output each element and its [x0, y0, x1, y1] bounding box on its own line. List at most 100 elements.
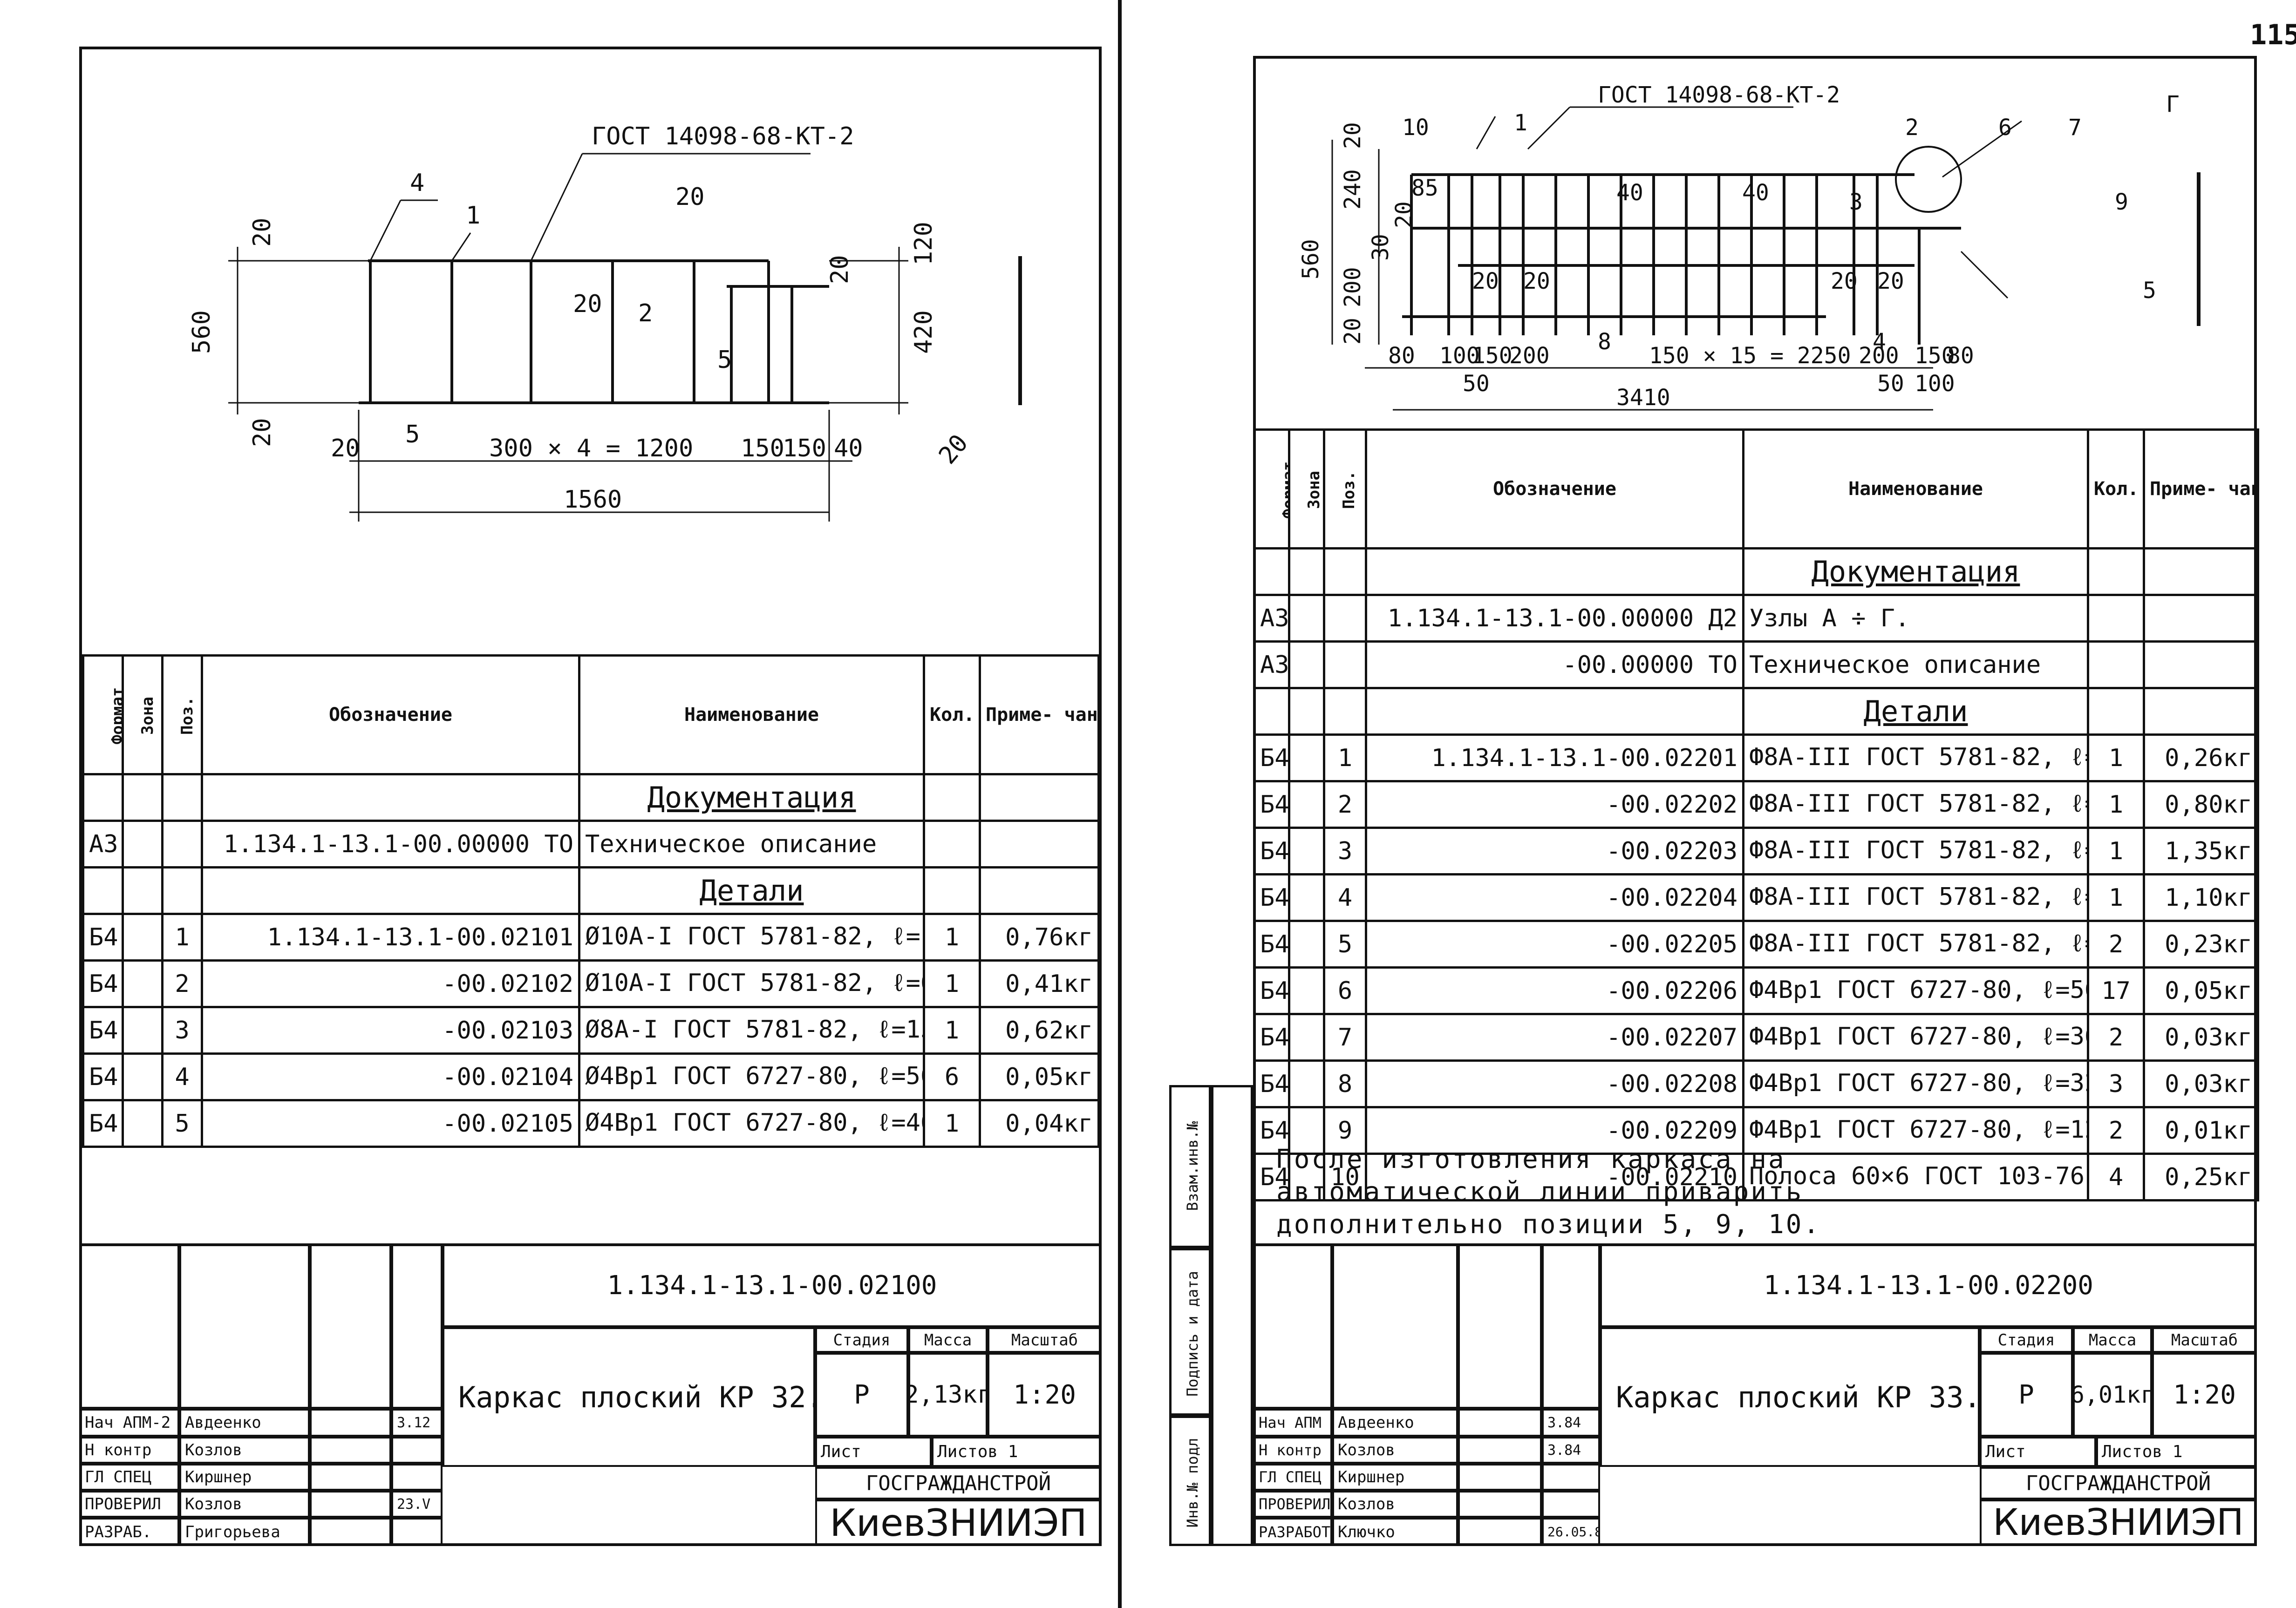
- signature: [1458, 1409, 1542, 1437]
- svg-text:10: 10: [1402, 115, 1429, 141]
- svg-text:150: 150: [1914, 343, 1955, 369]
- svg-text:300 × 4 = 1200: 300 × 4 = 1200: [489, 434, 693, 462]
- org-logo-text: КиевЗНИИЭП: [1980, 1499, 2257, 1546]
- signature: [310, 1409, 391, 1437]
- svg-text:20: 20: [826, 255, 854, 284]
- org-name: ГОСГРАЖДАНСТРОЙ: [815, 1467, 1102, 1499]
- right-spec-table: Формат Зона Поз. Обозначение Наименовани…: [1253, 428, 2259, 1201]
- svg-text:20: 20: [248, 217, 276, 247]
- table-row: Б4 5 -00.02105 Ø4Вр1 ГОСТ 6727-80, ℓ=460…: [82, 1099, 1100, 1148]
- fold-line: [1118, 0, 1122, 1608]
- col-designation: Обозначение: [1365, 428, 1744, 550]
- svg-text:Г: Г: [2166, 91, 2180, 117]
- svg-text:100: 100: [1914, 371, 1955, 397]
- svg-text:2: 2: [638, 299, 653, 327]
- side-label-signature-date: Подпись и дата: [1184, 1271, 1201, 1397]
- left-spec-table: Формат Зона Поз. Обозначение Наименовани…: [82, 654, 1100, 1148]
- doc-code: 1.134.1-13.1-00.02200: [1600, 1243, 2257, 1327]
- svg-text:20: 20: [1472, 268, 1499, 294]
- right-frame-drawing: ГОСТ 14098-68-КТ-2 10 1 2 6 7 Г 3 9 5 4 …: [1298, 82, 2201, 411]
- svg-text:200: 200: [1859, 343, 1899, 369]
- stamp-name: Авдеенко: [179, 1409, 310, 1437]
- signature: [310, 1518, 391, 1546]
- svg-text:1: 1: [466, 202, 480, 230]
- col-format: Формат: [82, 654, 124, 775]
- svg-text:5: 5: [2143, 278, 2156, 304]
- svg-text:30: 30: [1368, 234, 1394, 261]
- svg-text:20: 20: [675, 183, 705, 211]
- col-note: Приме- чание: [979, 654, 1100, 775]
- table-row: А3 1.134.1-13.1-00.00000 Д2 Узлы А ÷ Г.: [1253, 594, 2259, 643]
- org-logo-text: КиевЗНИИЭП: [815, 1499, 1102, 1546]
- svg-text:3: 3: [1849, 189, 1863, 215]
- svg-text:80: 80: [1947, 343, 1974, 369]
- signature: [1458, 1437, 1542, 1464]
- svg-text:5: 5: [405, 421, 420, 448]
- col-designation: Обозначение: [201, 654, 580, 775]
- col-pos: Поз.: [1323, 428, 1367, 550]
- signature: [310, 1437, 391, 1464]
- svg-text:150: 150: [741, 434, 784, 462]
- col-note: Приме- чание: [2143, 428, 2259, 550]
- gost-note: ГОСТ 14098-68-КТ-2: [1598, 82, 1840, 108]
- signature: [310, 1491, 391, 1518]
- section-parts: Детали: [699, 874, 804, 908]
- svg-text:7: 7: [2068, 115, 2082, 141]
- svg-text:20: 20: [1523, 268, 1550, 294]
- svg-text:85: 85: [1411, 175, 1438, 201]
- col-format: Формат: [1253, 428, 1290, 550]
- page-number: 115: [2250, 19, 2296, 51]
- drawing-title: Каркас плоский КР 32.: [443, 1327, 815, 1467]
- svg-text:9: 9: [2115, 189, 2128, 215]
- svg-text:80: 80: [1388, 343, 1415, 369]
- svg-text:40: 40: [1742, 180, 1769, 206]
- svg-text:20: 20: [1340, 318, 1366, 345]
- svg-text:420: 420: [910, 310, 938, 354]
- svg-text:20: 20: [1831, 268, 1858, 294]
- org-name: ГОСГРАЖДАНСТРОЙ: [1980, 1467, 2257, 1499]
- svg-text:4: 4: [410, 169, 424, 197]
- table-row: Б4 2 -00.02102 Ø10А-I ГОСТ 5781-82, ℓ=66…: [82, 959, 1100, 1008]
- col-qty: Кол.: [923, 654, 981, 775]
- signature: [1458, 1464, 1542, 1491]
- stamp-name: Авдеенко: [1332, 1409, 1458, 1437]
- signature: [310, 1464, 391, 1491]
- signature: [1458, 1491, 1542, 1518]
- svg-text:20: 20: [933, 429, 974, 470]
- svg-text:3410: 3410: [1616, 385, 1670, 411]
- svg-text:20: 20: [1391, 201, 1417, 228]
- svg-text:200: 200: [1340, 267, 1366, 307]
- svg-text:50: 50: [1877, 371, 1904, 397]
- svg-text:20: 20: [1877, 268, 1904, 294]
- svg-text:1560: 1560: [564, 486, 622, 514]
- col-name: Наименование: [1742, 428, 2089, 550]
- table-row: Б4 3 -00.02103 Ø8А-I ГОСТ 5781-82, ℓ=156…: [82, 1006, 1100, 1055]
- svg-text:560: 560: [188, 310, 216, 354]
- svg-text:5: 5: [717, 346, 732, 374]
- svg-text:100: 100: [1439, 343, 1480, 369]
- svg-text:560: 560: [1298, 239, 1324, 279]
- svg-text:200: 200: [1509, 343, 1550, 369]
- table-header-row: Формат Зона Поз. Обозначение Наименовани…: [1253, 428, 2259, 550]
- side-label-replace-inv: Взам.инв.№: [1184, 1121, 1201, 1211]
- svg-text:20: 20: [248, 418, 276, 447]
- svg-text:150: 150: [783, 434, 826, 462]
- svg-text:8: 8: [1598, 329, 1611, 355]
- signature: [1458, 1518, 1542, 1546]
- table-row: Б4 1 1.134.1-13.1-00.02101 Ø10А-I ГОСТ 5…: [82, 913, 1100, 962]
- col-zone: Зона: [122, 654, 164, 775]
- section-parts: Детали: [1863, 694, 1968, 728]
- svg-text:20: 20: [331, 434, 360, 462]
- svg-text:20: 20: [573, 290, 602, 318]
- svg-text:240: 240: [1340, 169, 1366, 210]
- col-zone: Зона: [1288, 428, 1325, 550]
